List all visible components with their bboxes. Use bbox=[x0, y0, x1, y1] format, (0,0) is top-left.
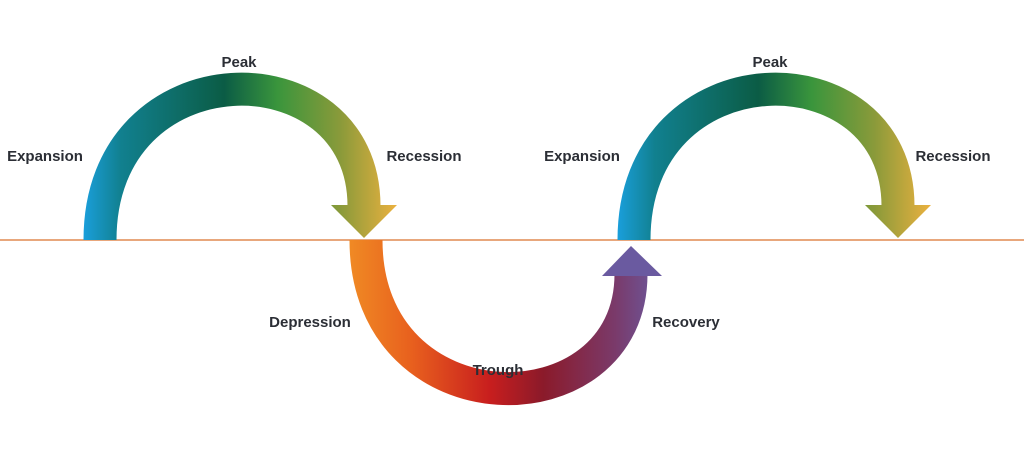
label-recession-1: Recession bbox=[386, 148, 461, 165]
label-peak-1: Peak bbox=[221, 54, 257, 71]
label-recovery: Recovery bbox=[652, 314, 720, 331]
label-trough: Trough bbox=[473, 362, 524, 379]
expansion-recession-arrow-2 bbox=[617, 72, 931, 241]
label-expansion-2: Expansion bbox=[544, 148, 620, 165]
label-depression: Depression bbox=[269, 314, 351, 331]
label-peak-2: Peak bbox=[752, 54, 788, 71]
expansion-recession-arrow-1 bbox=[83, 72, 397, 241]
depression-recovery-arrow bbox=[349, 239, 662, 406]
label-recession-2: Recession bbox=[915, 148, 990, 165]
label-expansion-1: Expansion bbox=[7, 148, 83, 165]
